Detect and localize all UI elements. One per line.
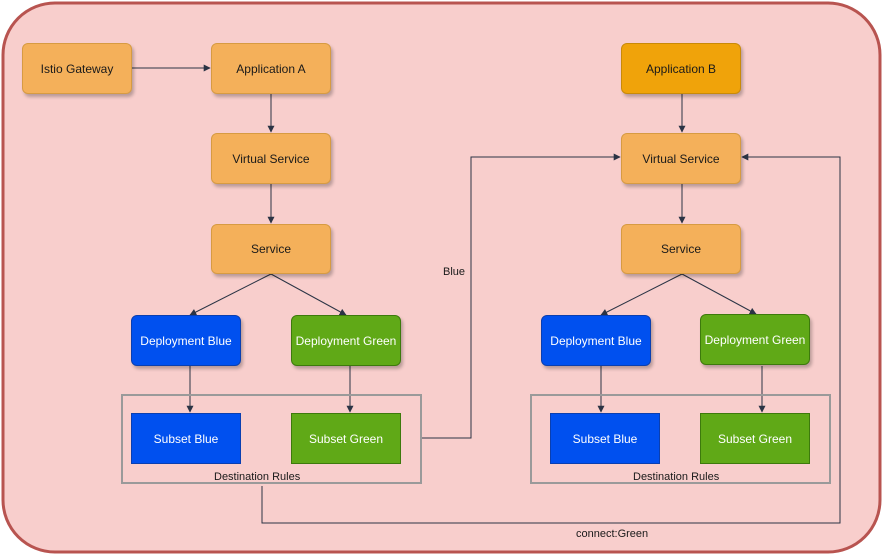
deployment-green-b-node[interactable]: Deployment Green xyxy=(700,314,810,365)
edges xyxy=(132,64,841,524)
deployment-blue-a-node[interactable]: Deployment Blue xyxy=(131,315,241,366)
edge-service-to-deployment-blue xyxy=(189,273,272,316)
edge-service-b-to-deployment-blue xyxy=(600,273,683,316)
destination-rules-label-left: Destination Rules xyxy=(214,471,301,483)
destination-rules-group-right xyxy=(530,394,831,484)
edge-label-green: connect:Green xyxy=(576,528,649,540)
istio-gateway-node[interactable]: Istio Gateway xyxy=(22,43,132,94)
virtual-service-b-node[interactable]: Virtual Service xyxy=(621,133,741,184)
edge-blue-connection xyxy=(421,153,621,439)
destination-rules-group-left xyxy=(121,394,422,484)
service-b-node[interactable]: Service xyxy=(621,224,741,274)
edge-service-b-to-deployment-green xyxy=(681,273,757,315)
deployment-blue-b-node[interactable]: Deployment Blue xyxy=(541,315,651,366)
subset-blue-a-node[interactable]: Subset Blue xyxy=(131,413,241,464)
edge-label-blue: Blue xyxy=(443,266,466,278)
edge-green-connection xyxy=(261,153,841,524)
application-b-node[interactable]: Application B xyxy=(621,43,741,94)
subset-green-a-node[interactable]: Subset Green xyxy=(291,413,401,464)
subset-green-b-node[interactable]: Subset Green xyxy=(700,413,810,464)
virtual-service-a-node[interactable]: Virtual Service xyxy=(211,133,331,184)
service-a-node[interactable]: Service xyxy=(211,224,331,274)
deployment-green-a-node[interactable]: Deployment Green xyxy=(291,315,401,366)
application-a-node[interactable]: Application A xyxy=(211,43,331,94)
subset-blue-b-node[interactable]: Subset Blue xyxy=(550,413,660,464)
edge-service-to-deployment-green xyxy=(270,273,347,316)
destination-rules-label-right: Destination Rules xyxy=(633,471,720,483)
